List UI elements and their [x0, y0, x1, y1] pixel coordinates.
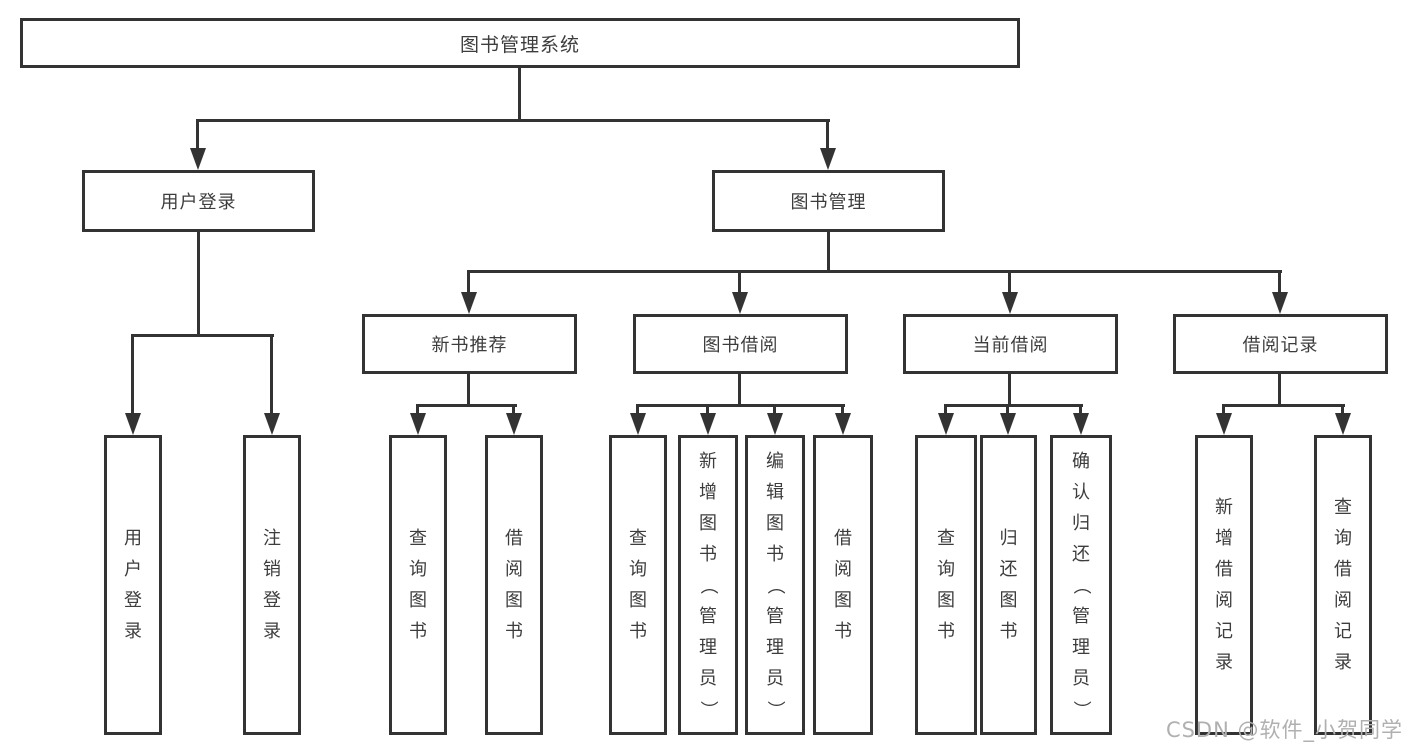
node-new-book-recommend: 新书推荐: [362, 314, 577, 374]
connector-line: [1278, 270, 1281, 294]
node-current-borrow: 当前借阅: [903, 314, 1118, 374]
arrow-down-icon: [1073, 413, 1089, 435]
leaf-newbook-query-label: 查询图书: [409, 528, 427, 642]
leaf-records-add: 新增借阅记录: [1195, 435, 1253, 735]
connector-line: [512, 404, 515, 416]
connector-line: [1278, 374, 1281, 406]
connector-line: [826, 119, 829, 150]
leaf-records-query-label: 查询借阅记录: [1334, 497, 1352, 673]
connector-line: [416, 404, 517, 407]
connector-line: [467, 374, 470, 406]
arrow-down-icon: [125, 413, 141, 435]
leaf-logout-label: 注销登录: [263, 528, 281, 642]
node-borrow-records-label: 借阅记录: [1242, 335, 1319, 356]
arrow-down-icon: [820, 148, 836, 170]
leaf-borrow-edit-admin-label: 编辑图书（管理员）: [764, 450, 786, 719]
connector-line: [518, 68, 521, 122]
node-root: 图书管理系统: [20, 18, 1020, 68]
connector-line: [1079, 404, 1082, 416]
arrow-down-icon: [410, 413, 426, 435]
connector-line: [197, 232, 200, 336]
connector-line: [197, 119, 830, 122]
arrow-down-icon: [835, 413, 851, 435]
connector-line: [1008, 374, 1011, 406]
leaf-current-return-label: 归还图书: [999, 528, 1018, 642]
connector-line: [131, 334, 274, 337]
leaf-newbook-borrow-label: 借阅图书: [505, 528, 523, 642]
leaf-borrow-add-admin: 新增图书（管理员）: [678, 435, 738, 735]
arrow-down-icon: [1272, 292, 1288, 314]
arrow-down-icon: [1000, 413, 1016, 435]
arrow-down-icon: [767, 413, 783, 435]
leaf-newbook-borrow: 借阅图书: [485, 435, 543, 735]
leaf-borrow-borrow-label: 借阅图书: [834, 528, 852, 642]
node-root-label: 图书管理系统: [459, 33, 580, 56]
node-book-management: 图书管理: [712, 170, 945, 232]
leaf-borrow-query: 查询图书: [609, 435, 667, 735]
connector-line: [1008, 270, 1011, 294]
connector-line: [1006, 404, 1009, 416]
leaf-newbook-query: 查询图书: [389, 435, 447, 735]
connector-line: [131, 334, 134, 415]
connector-line: [636, 404, 845, 407]
leaf-records-add-label: 新增借阅记录: [1215, 497, 1233, 673]
connector-line: [738, 270, 741, 294]
arrow-down-icon: [1002, 292, 1018, 314]
node-new-book-recommend-label: 新书推荐: [431, 335, 508, 356]
leaf-current-query: 查询图书: [915, 435, 977, 735]
connector-line: [636, 404, 639, 416]
leaf-borrow-add-admin-label: 新增图书（管理员）: [697, 450, 719, 719]
connector-line: [773, 404, 776, 416]
connector-line: [944, 404, 947, 416]
connector-line: [706, 404, 709, 416]
node-user-login: 用户登录: [82, 170, 315, 232]
arrow-down-icon: [938, 413, 954, 435]
leaf-borrow-borrow: 借阅图书: [813, 435, 873, 735]
arrow-down-icon: [630, 413, 646, 435]
connector-line: [841, 404, 844, 416]
arrow-down-icon: [461, 292, 477, 314]
node-user-login-label: 用户登录: [160, 192, 237, 213]
arrow-down-icon: [700, 413, 716, 435]
connector-line: [944, 404, 1083, 407]
leaf-logout: 注销登录: [243, 435, 301, 735]
connector-line: [1341, 404, 1344, 416]
connector-line: [270, 334, 273, 415]
leaf-user-login-label: 用户登录: [124, 528, 142, 642]
connector-line: [468, 270, 1282, 273]
arrow-down-icon: [732, 292, 748, 314]
connector-line: [196, 119, 199, 150]
arrow-down-icon: [190, 148, 206, 170]
leaf-borrow-edit-admin: 编辑图书（管理员）: [745, 435, 805, 735]
node-book-management-label: 图书管理: [790, 192, 867, 213]
node-book-borrow-label: 图书借阅: [702, 335, 779, 356]
leaf-current-query-label: 查询图书: [937, 528, 955, 642]
csdn-watermark: CSDN @软件_小贺同学: [1165, 718, 1403, 742]
connector-line: [416, 404, 419, 416]
arrow-down-icon: [1335, 413, 1351, 435]
connector-line: [1222, 404, 1345, 407]
leaf-current-confirm-admin: 确认归还（管理员）: [1050, 435, 1112, 735]
leaf-records-query: 查询借阅记录: [1314, 435, 1372, 735]
leaf-user-login: 用户登录: [104, 435, 162, 735]
node-borrow-records: 借阅记录: [1173, 314, 1388, 374]
node-book-borrow: 图书借阅: [633, 314, 848, 374]
arrow-down-icon: [264, 413, 280, 435]
leaf-borrow-query-label: 查询图书: [629, 528, 647, 642]
connector-line: [738, 374, 741, 406]
connector-line: [827, 232, 830, 272]
arrow-down-icon: [506, 413, 522, 435]
connector-line: [1222, 404, 1225, 416]
node-current-borrow-label: 当前借阅: [972, 335, 1049, 356]
leaf-current-confirm-admin-label: 确认归还（管理员）: [1070, 450, 1092, 719]
connector-line: [467, 270, 470, 294]
leaf-current-return: 归还图书: [980, 435, 1037, 735]
arrow-down-icon: [1216, 413, 1232, 435]
